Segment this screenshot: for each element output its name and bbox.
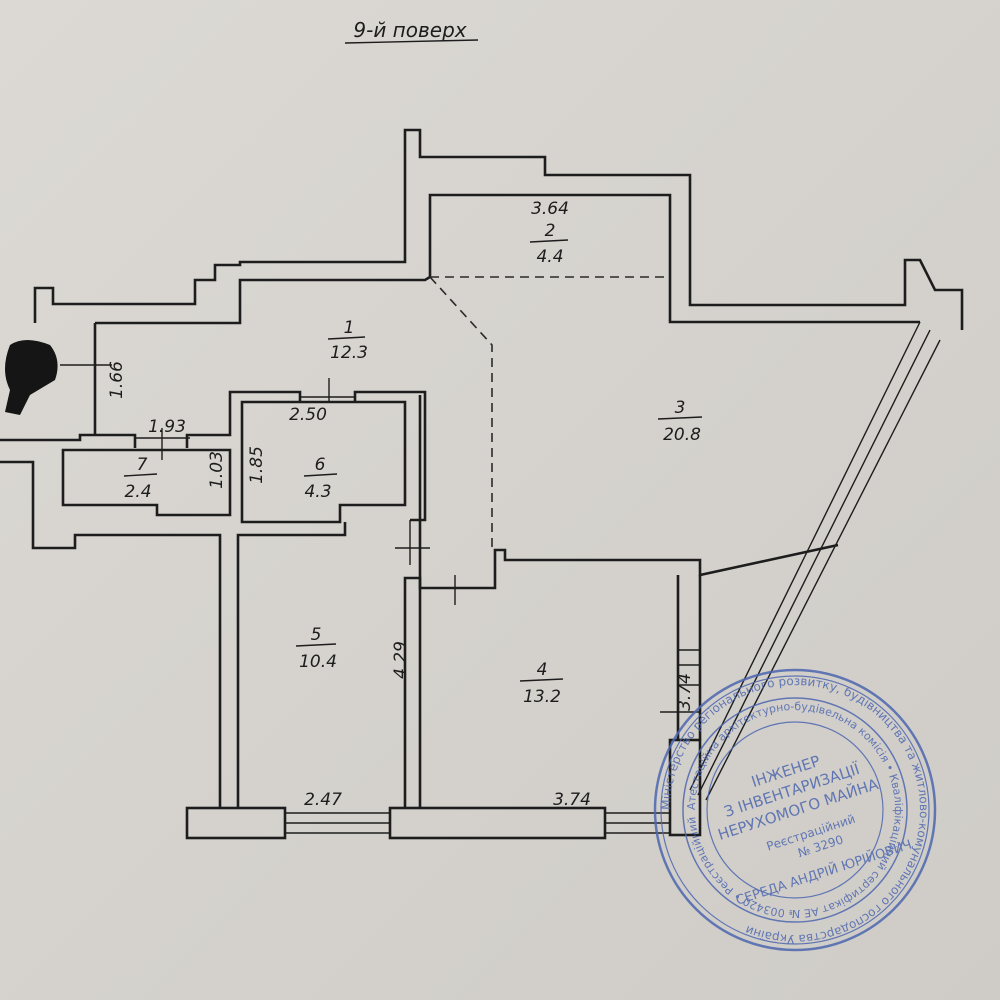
dim-1-93: 1.93 <box>148 417 186 437</box>
svg-text:1: 1 <box>344 318 355 338</box>
windows <box>239 280 941 834</box>
dim-1-85: 1.85 <box>247 446 267 484</box>
svg-text:4.3: 4.3 <box>304 482 331 502</box>
dim-3-64: 3.64 <box>531 199 569 219</box>
dim-2-50: 2.50 <box>289 405 327 425</box>
room-3-label: 320.8 <box>657 398 703 445</box>
dim-4-29: 4.29 <box>391 641 411 679</box>
room-2-label: 24.4 <box>529 221 569 267</box>
svg-text:20.8: 20.8 <box>663 425 701 445</box>
title-underline <box>344 39 479 44</box>
svg-text:5: 5 <box>311 625 322 645</box>
dim-3-74-vertical: 3.74 <box>675 673 695 711</box>
redaction-mark <box>5 340 58 415</box>
svg-text:4: 4 <box>537 660 548 680</box>
room-5-label: 510.4 <box>295 625 337 672</box>
svg-text:12.3: 12.3 <box>330 343 368 363</box>
svg-text:6: 6 <box>315 455 326 475</box>
dimension-lines <box>60 364 700 713</box>
room-1-label: 112.3 <box>327 318 368 363</box>
dim-1-66: 1.66 <box>107 361 127 399</box>
dimension-labels: 1.66 1.93 2.50 1.85 1.03 3.64 4.29 3.74 … <box>107 199 695 810</box>
svg-text:13.2: 13.2 <box>523 687 561 707</box>
dim-3-74-horizontal: 3.74 <box>553 790 591 810</box>
floor-title: 9-й поверх <box>353 18 466 42</box>
room-6-label: 64.3 <box>303 455 338 502</box>
svg-text:2: 2 <box>545 221 556 241</box>
room-4-label: 413.2 <box>519 660 564 707</box>
dim-1-03: 1.03 <box>207 451 227 489</box>
svg-text:4.4: 4.4 <box>536 247 563 267</box>
svg-text:2.4: 2.4 <box>124 482 151 502</box>
room-7-label: 72.4 <box>123 455 158 502</box>
dashed-boundaries <box>429 276 670 548</box>
svg-text:7: 7 <box>137 455 148 475</box>
dim-2-47: 2.47 <box>304 790 342 810</box>
room-labels: 112.3 24.4 320.8 413.2 510.4 64.3 72.4 <box>123 221 703 707</box>
svg-text:10.4: 10.4 <box>299 652 337 672</box>
svg-text:3: 3 <box>675 398 686 418</box>
